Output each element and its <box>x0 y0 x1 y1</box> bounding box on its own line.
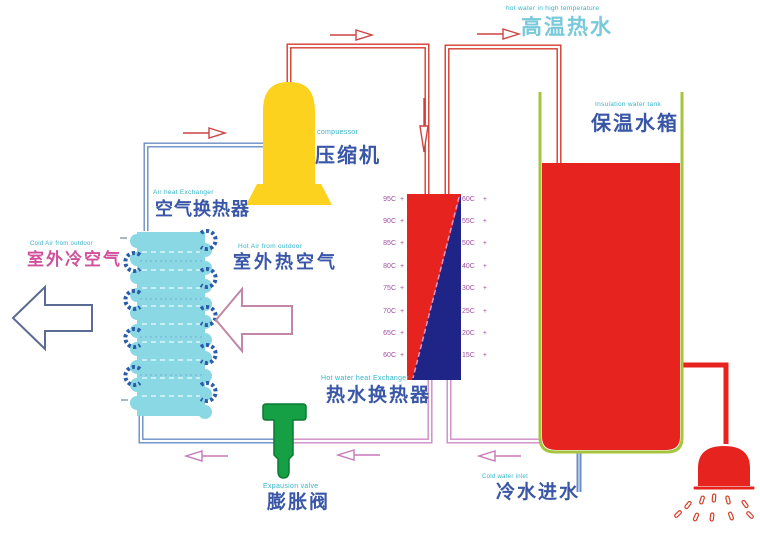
temp-label: 65C+ <box>383 330 405 338</box>
cold-air-out-arrow-icon <box>11 284 93 352</box>
flow-arrow-right-icon <box>182 127 226 139</box>
temp-label: 40C+ <box>462 262 487 270</box>
expansion-valve-label-en: Expausion valve <box>263 483 319 490</box>
temp-label: 90C+ <box>383 218 405 226</box>
temp-label: 30C+ <box>462 285 487 293</box>
shower-pipe <box>682 362 729 444</box>
cold-air-label: 室外冷空气 <box>27 250 122 269</box>
hot-air-in-arrow-icon <box>214 286 293 354</box>
flow-arrow-left-icon <box>185 450 229 462</box>
temp-label: 20C+ <box>462 330 487 338</box>
hot-air-label-en: Hot Air from outdoor <box>238 243 303 250</box>
high-temp-hot-water-label: 高温热水 <box>521 16 613 39</box>
tick-marks <box>120 237 128 401</box>
expansion-valve-label: 膨胀阀 <box>267 492 331 513</box>
hot-water-hx-label: 热水换热器 <box>326 385 432 406</box>
insulation-water-tank <box>538 92 684 454</box>
insulation-tank-label: 保温水箱 <box>591 113 679 135</box>
spray-droplets <box>674 493 754 522</box>
hx-temp-scale-left: 95C+ 90C+ 85C+ 80C+ 75C+ 70C+ 65C+ 60C+ <box>376 188 404 367</box>
air-heat-exchanger-label-en: Air heat Exchanger <box>153 189 214 196</box>
flow-arrow-left-icon <box>478 450 522 462</box>
flow-arrow-right-icon <box>476 28 520 40</box>
coil-to-valve-pipe <box>138 412 281 444</box>
temp-label: 50C+ <box>462 240 487 248</box>
air-heat-exchanger-coil <box>123 229 218 419</box>
hot-air-label: 室外热空气 <box>233 252 338 272</box>
compressor-shape <box>246 82 332 205</box>
temp-label: 15C+ <box>462 352 487 360</box>
insulation-tank-label-en: Insulation water tank <box>595 101 661 108</box>
temp-label: 60C+ <box>462 195 487 203</box>
temp-label: 60C+ <box>383 352 405 360</box>
hot-water-out-pipe <box>444 44 562 197</box>
expansion-valve-icon <box>262 403 307 479</box>
high-temp-hot-water-label-en: hot water in high temperature <box>506 5 600 12</box>
temp-label: 25C+ <box>462 307 487 315</box>
temp-label: 55C+ <box>462 218 487 226</box>
tank-to-hx-pipe <box>446 379 541 444</box>
hot-water-heat-exchanger <box>407 194 461 380</box>
shower-head-icon <box>674 446 755 522</box>
compressor-label: 压缩机 <box>315 145 381 167</box>
hot-water-hx-label-en: Hot water heat Exchanger <box>321 375 410 382</box>
flow-arrow-left-icon <box>337 449 381 461</box>
refrigerant-suction-pipe <box>143 142 266 231</box>
refrigerant-discharge-pipe <box>286 43 430 197</box>
temp-label: 85C+ <box>383 240 405 248</box>
hx-to-valve-pipe <box>293 379 433 444</box>
cold-water-inlet-label-en: Cold water inlet <box>482 474 529 480</box>
cold-water-inlet-label: 冷水进水 <box>496 482 581 503</box>
temp-label: 80C+ <box>383 262 405 270</box>
temp-label: 70C+ <box>383 307 405 315</box>
temp-label: 75C+ <box>383 285 405 293</box>
temp-label: 95C+ <box>383 195 405 203</box>
compressor-label-en: compuessor <box>317 129 359 136</box>
air-heat-exchanger-label: 空气换热器 <box>155 199 250 219</box>
cold-air-label-en: Cold Air from outdoor <box>30 241 93 247</box>
hx-temp-scale-right: 60C+ 55C+ 50C+ 40C+ 30C+ 25C+ 20C+ 15C+ <box>462 188 487 367</box>
flow-arrow-right-icon <box>329 29 373 41</box>
